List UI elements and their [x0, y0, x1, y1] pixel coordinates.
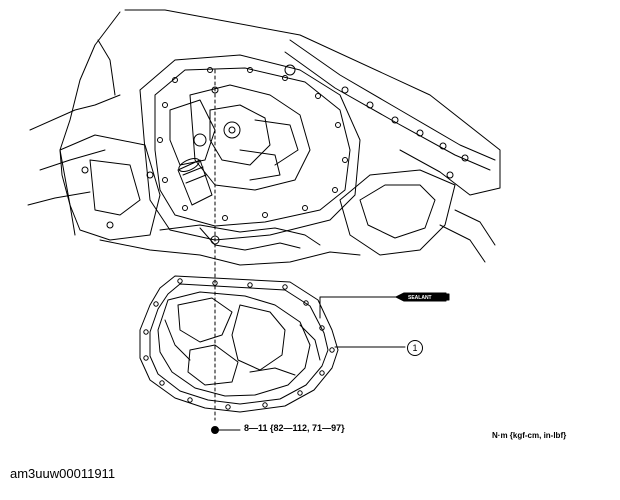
part-number-callout: 1 — [407, 340, 423, 356]
engine-underside-assembly — [27, 9, 501, 266]
rail-holes — [341, 86, 469, 162]
torque-specification: 8—11 {82—112, 71—97} — [244, 423, 345, 433]
sealant-callout: SEALANT — [319, 292, 450, 319]
sealant-tube-icon: SEALANT — [395, 292, 450, 302]
oil-filter — [177, 158, 213, 206]
flange-bolt-holes — [157, 67, 348, 221]
oil-pan — [139, 275, 339, 413]
figure-id: am3uuw00011911 — [10, 466, 116, 481]
bolt-alignment-line — [211, 69, 219, 421]
torque-units-note: N·m {kgf-cm, in-lbf} — [492, 431, 567, 440]
pan-flange-bolt-holes — [143, 278, 335, 410]
sealant-label: SEALANT — [408, 295, 432, 301]
drain-bolt-icon — [211, 426, 219, 434]
